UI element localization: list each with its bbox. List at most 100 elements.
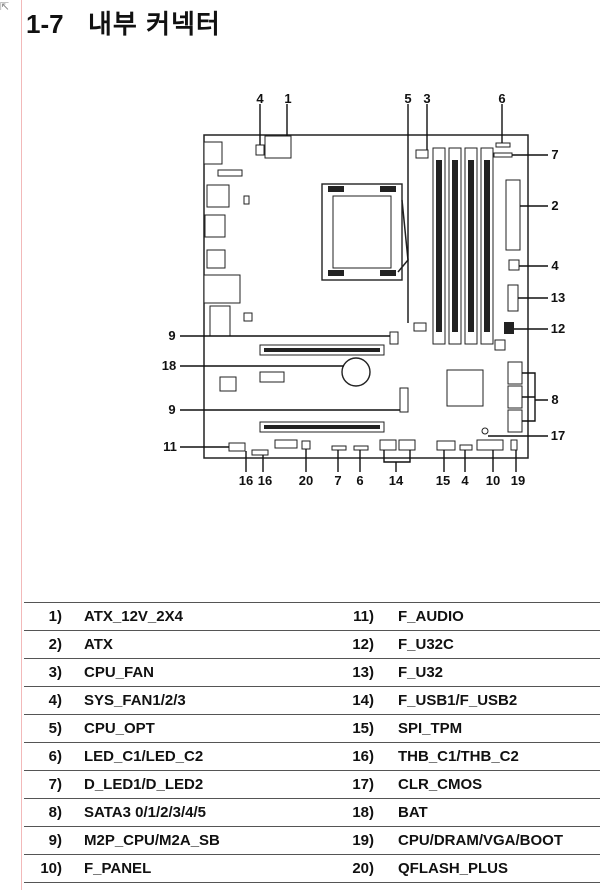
callout-label: 2 [551, 198, 558, 213]
rear-io-port [203, 274, 241, 304]
connector-name: CLR_CMOS [398, 770, 600, 799]
connector-name: F_U32 [398, 658, 600, 687]
f-u32-connector [507, 284, 519, 312]
connector-name: F_U32C [398, 630, 600, 659]
f-u32c-connector [504, 322, 514, 334]
callout-label: 4 [461, 473, 469, 488]
connector-name: THB_C1/THB_C2 [398, 742, 600, 771]
callout-label: 13 [551, 290, 565, 305]
connector-number: 7) [24, 770, 84, 799]
led-c-connector [495, 142, 511, 148]
callout-label: 9 [168, 402, 175, 417]
chipset [446, 369, 484, 407]
rear-io-port [206, 249, 226, 269]
rear-io-port [204, 214, 226, 238]
connector-number: 6) [24, 742, 84, 771]
socket-clip [328, 186, 344, 192]
connector-name: ATX_12V_2X4 [84, 602, 334, 631]
connector-name: CPU_FAN [84, 658, 334, 687]
connector-number: 13) [334, 658, 398, 687]
callout-label: 16 [258, 473, 272, 488]
m2-slot [399, 387, 409, 413]
small-chip [219, 376, 237, 392]
small-component [243, 312, 253, 322]
small-component [494, 339, 506, 351]
connector-number: 14) [334, 686, 398, 715]
callout-label: 1 [284, 91, 291, 106]
connector-name: D_LED1/D_LED2 [84, 770, 334, 799]
connector-number: 20) [334, 854, 398, 883]
rear-io-port [206, 184, 230, 208]
connector-name: SPI_TPM [398, 714, 600, 743]
page-margin-line [21, 0, 22, 890]
connector-number: 11) [334, 602, 398, 631]
connector-number: 4) [24, 686, 84, 715]
callout-label: 7 [551, 147, 558, 162]
callout-label: 16 [239, 473, 253, 488]
connector-number: 15) [334, 714, 398, 743]
callout-label: 5 [404, 91, 411, 106]
callout-label: 4 [551, 258, 559, 273]
sata-connectors [507, 361, 523, 433]
callout-label: 10 [486, 473, 500, 488]
connector-name: SYS_FAN1/2/3 [84, 686, 334, 715]
callout-label: 12 [551, 321, 565, 336]
connector-number: 9) [24, 826, 84, 855]
callout-label: 3 [423, 91, 430, 106]
atx-12v-connector [264, 135, 292, 159]
section-heading: 1-7 내부 커넥터 [26, 4, 221, 44]
callout-label: 17 [551, 428, 565, 443]
sys-fan-connector [508, 259, 520, 271]
callout-label: 4 [256, 91, 264, 106]
battery [341, 357, 371, 387]
dimm-slots [432, 147, 494, 345]
connector-name: F_PANEL [84, 854, 334, 883]
connector-number: 12) [334, 630, 398, 659]
motherboard-diagram: 4 1 5 3 6 7 2 4 13 12 8 17 9 18 9 11 16 … [162, 91, 565, 488]
connector-number: 3) [24, 658, 84, 687]
callout-label: 8 [551, 392, 558, 407]
callout-label: 6 [498, 91, 505, 106]
connector-name: F_AUDIO [398, 602, 600, 631]
rear-io-port [203, 141, 223, 165]
cursor-icon: ⇱ [0, 1, 10, 13]
section-number: 1-7 [26, 9, 64, 39]
callout-label: 9 [168, 328, 175, 343]
connector-number: 10) [24, 854, 84, 883]
connector-name: QFLASH_PLUS [398, 854, 600, 883]
callout-label: 7 [334, 473, 341, 488]
callout-label: 15 [436, 473, 450, 488]
connector-name: F_USB1/F_USB2 [398, 686, 600, 715]
callout-label: 6 [356, 473, 363, 488]
pcie-x1-slot [259, 371, 285, 383]
connector-number: 16) [334, 742, 398, 771]
connector-number: 18) [334, 798, 398, 827]
callout-label: 20 [299, 473, 313, 488]
connector-name: ATX [84, 630, 334, 659]
small-component [243, 195, 250, 205]
callout-label: 18 [162, 358, 176, 373]
d-led-connector [493, 152, 513, 158]
socket-clip [380, 270, 396, 276]
connector-name: SATA3 0/1/2/3/4/5 [84, 798, 334, 827]
pcie-slot-pins [264, 348, 380, 352]
pcie-slot-pins [264, 425, 380, 429]
callout-label: 19 [511, 473, 525, 488]
callout-label: 11 [163, 439, 177, 454]
connector-number: 1) [24, 602, 84, 631]
m2-slot [389, 331, 399, 345]
socket-clip [380, 186, 396, 192]
cpu-socket-inner [332, 195, 392, 269]
cpu-opt-connector [413, 322, 427, 332]
